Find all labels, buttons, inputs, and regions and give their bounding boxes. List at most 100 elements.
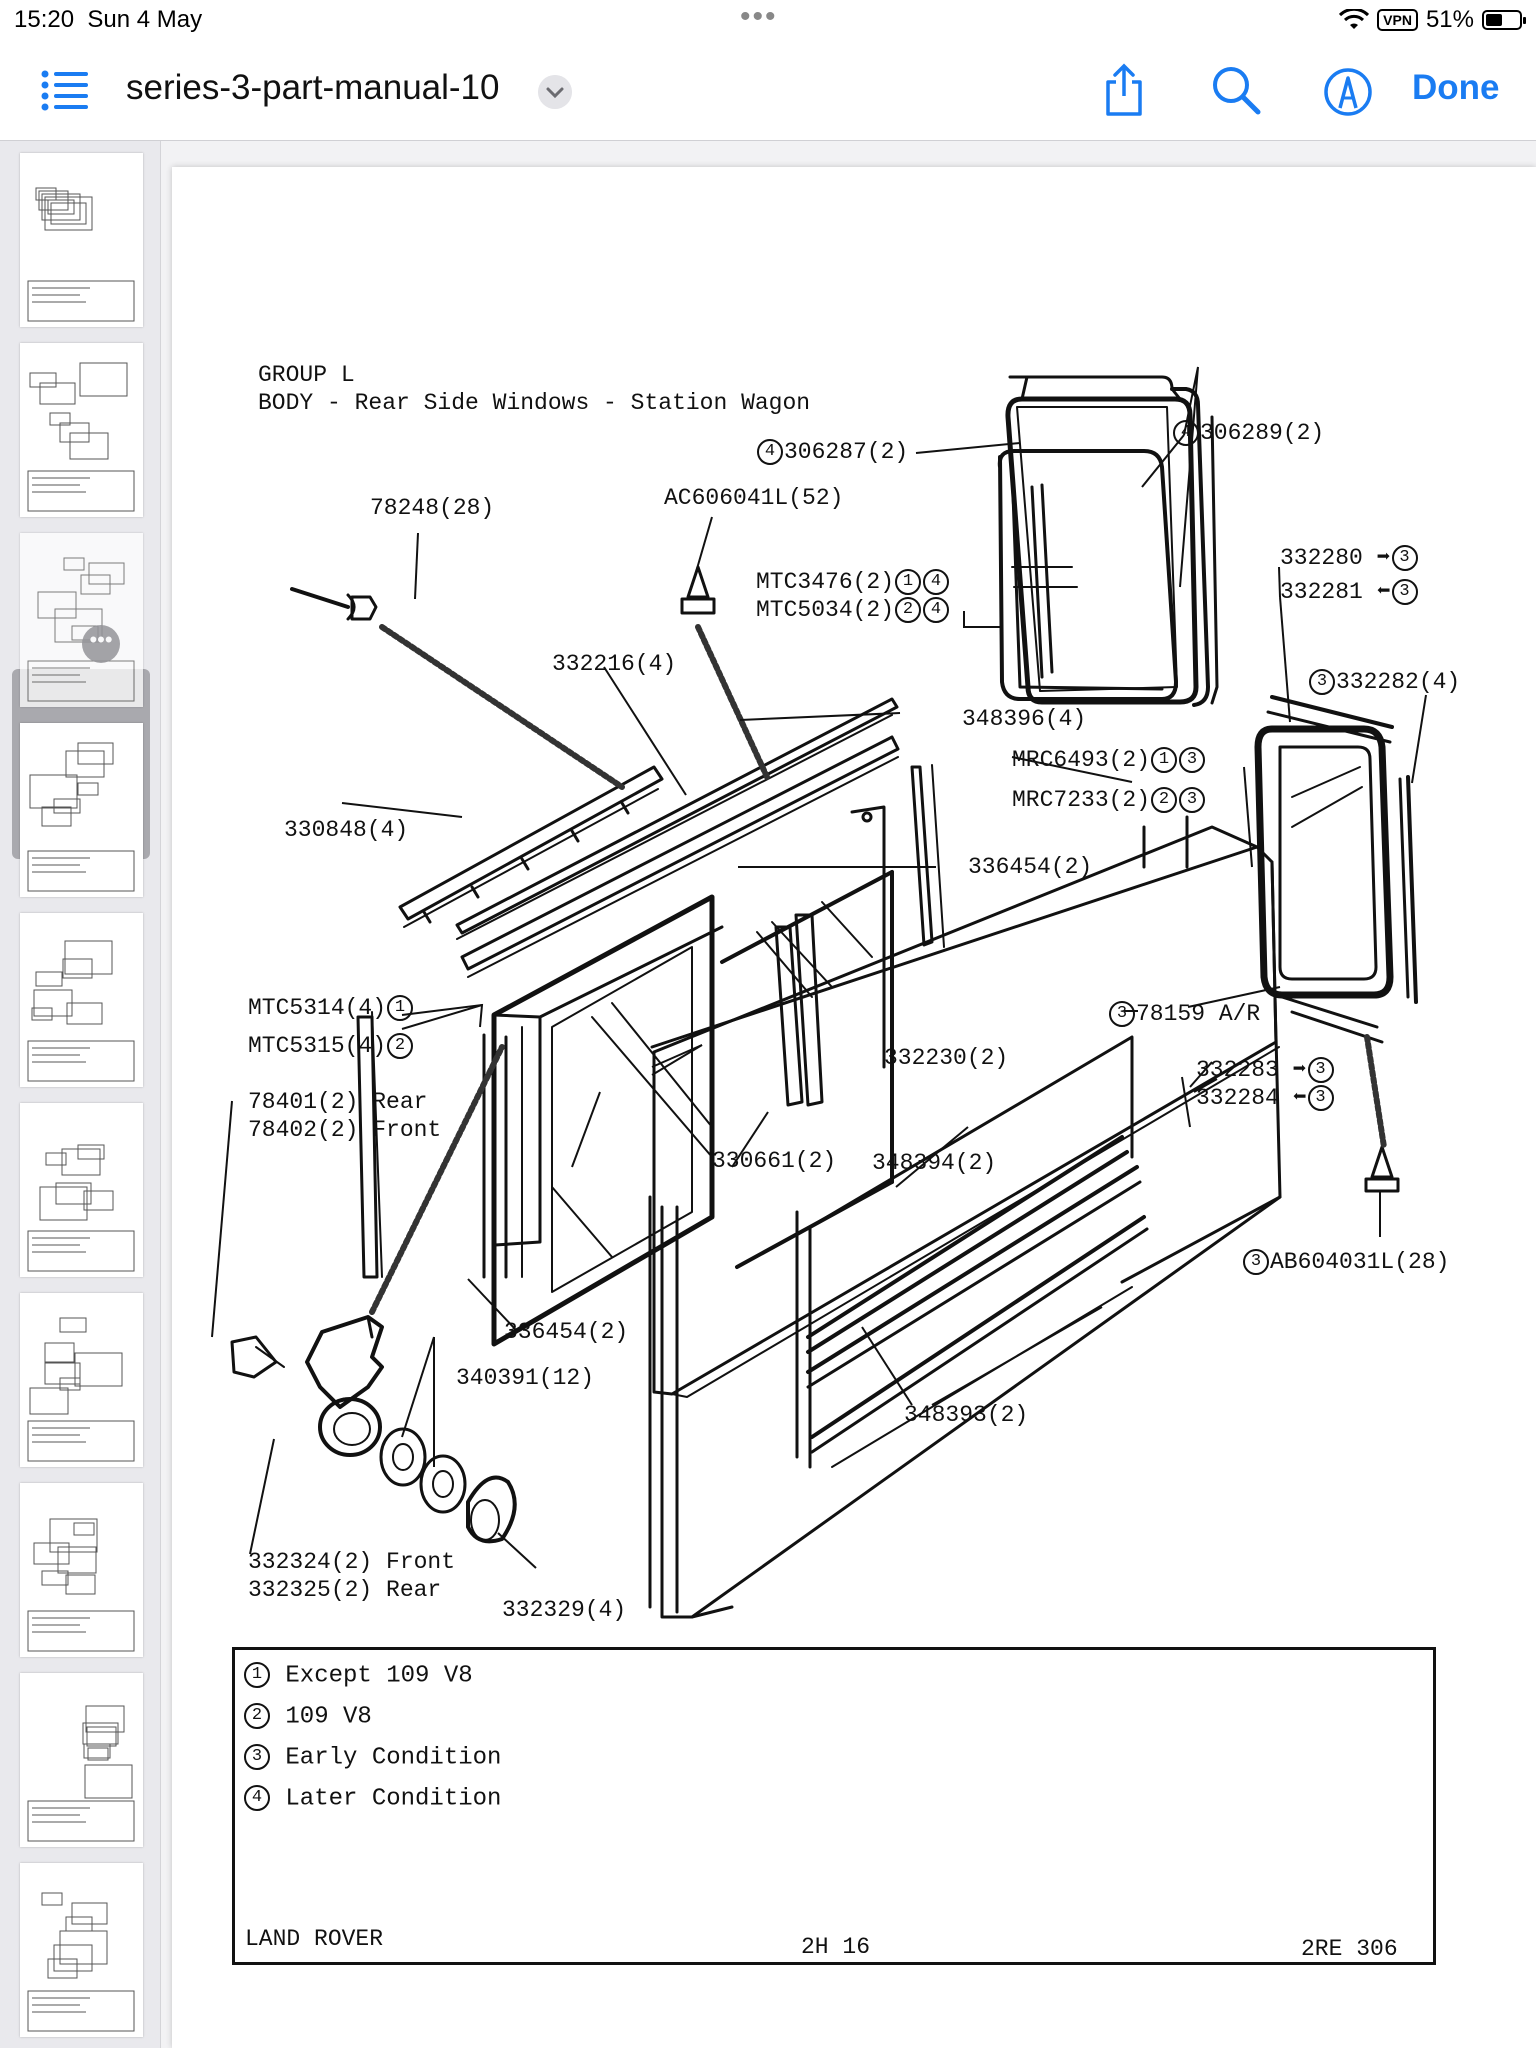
- share-icon[interactable]: [1096, 62, 1152, 118]
- legend-label: Early Condition: [285, 1744, 502, 1772]
- legend-label: 109 V8: [285, 1703, 372, 1731]
- page-thumbnail[interactable]: [20, 343, 143, 517]
- footer-center: 2H 16: [801, 1934, 871, 1960]
- markup-icon[interactable]: [1320, 62, 1376, 118]
- marker-2: 2: [1151, 787, 1178, 813]
- thumbnail-preview: [27, 940, 135, 1082]
- vertical-channels: [356, 764, 945, 1279]
- callout-text: MRC7233(2): [1012, 787, 1151, 814]
- marker-4: 4: [923, 569, 950, 595]
- marker-2: 2: [895, 597, 922, 623]
- multitasking-dots-icon[interactable]: •••: [740, 0, 778, 33]
- search-icon[interactable]: [1208, 62, 1264, 118]
- callout-text: 332280: [1280, 545, 1363, 572]
- legend-item: 2 109 V8: [243, 1703, 372, 1729]
- document-title[interactable]: series-3-part-manual-10: [126, 68, 500, 107]
- battery-percent: 51%: [1425, 6, 1474, 33]
- callout-332329: 332329(4): [502, 1597, 627, 1623]
- callout-340391: 340391(12): [456, 1365, 595, 1391]
- callout-348393: 348393(2): [904, 1402, 1029, 1428]
- callout-332284: 332284 ⬅3: [1196, 1085, 1335, 1111]
- callout-332324: 332324(2) Front: [248, 1549, 456, 1575]
- marker-4: 4: [923, 597, 950, 623]
- marker-3: 3: [1307, 1057, 1334, 1083]
- page-thumbnail[interactable]: [20, 1103, 143, 1277]
- group-label: GROUP L: [258, 362, 355, 388]
- catch-and-knob: [230, 1315, 517, 1544]
- thumbnail-preview: [27, 1518, 135, 1652]
- callout-MTC5315: MTC5315(4)2: [248, 1033, 414, 1059]
- callout-348396: 348396(4): [962, 706, 1087, 732]
- page-thumbnail[interactable]: [20, 913, 143, 1087]
- callout-AC606041L: AC606041L(52): [664, 485, 844, 511]
- body-panel-frame: [648, 815, 1282, 1619]
- callout-332280: 332280 ➡3: [1280, 545, 1419, 571]
- callout-text: 332283: [1196, 1057, 1279, 1084]
- document-page[interactable]: GROUP L BODY - Rear Side Windows - Stati…: [172, 167, 1536, 2048]
- callout-330661: 330661(2): [712, 1148, 837, 1174]
- page-heading: BODY - Rear Side Windows - Station Wagon: [258, 390, 811, 416]
- page-thumbnail[interactable]: [20, 1293, 143, 1467]
- marker-1: 1: [1151, 747, 1178, 773]
- callout-78248: 78248(28): [370, 495, 495, 521]
- leader-lines: [211, 366, 1427, 1569]
- marker-3: 3: [1179, 787, 1206, 813]
- page-thumbnail[interactable]: [20, 153, 143, 327]
- legend-item: 1 Except 109 V8: [243, 1662, 473, 1688]
- done-button[interactable]: Done: [1412, 68, 1500, 107]
- callout-text: MTC5034(2): [756, 597, 895, 624]
- thumbnail-preview: [27, 1705, 135, 1842]
- right-window-assembly: [1254, 695, 1418, 1044]
- marker-3: 3: [1391, 579, 1418, 605]
- marker-3: 3: [1109, 1001, 1135, 1027]
- legend-marker: 4: [244, 1785, 270, 1811]
- vpn-badge: VPN: [1377, 9, 1418, 31]
- marker-2: 2: [387, 1033, 414, 1059]
- footer-right: 2RE 306: [1301, 1936, 1398, 1962]
- marker-4: 4: [1173, 420, 1199, 446]
- toolbar: series-3-part-manual-10 Done: [0, 40, 1536, 141]
- glass-channels: [806, 1135, 1149, 1454]
- list-icon[interactable]: [40, 68, 90, 112]
- page-thumbnail[interactable]: [20, 1863, 143, 2037]
- thumbnail-preview: [27, 557, 135, 702]
- page-thumbnail[interactable]: [20, 1483, 143, 1657]
- callout-336454-lower: 336454(2): [504, 1319, 629, 1345]
- marker-4: 4: [757, 439, 783, 465]
- callout-text: MRC6493(2): [1012, 747, 1151, 774]
- legend-item: 3 Early Condition: [243, 1744, 501, 1770]
- callout-text: 332284: [1196, 1085, 1279, 1112]
- marker-1: 1: [895, 569, 922, 595]
- callout-text: 306289(2): [1200, 420, 1325, 447]
- thumbnail-preview: [27, 362, 135, 512]
- page-thumbnail[interactable]: [20, 723, 143, 897]
- marker-3: 3: [1309, 669, 1335, 695]
- status-time: 15:20 Sun 4 May: [14, 6, 202, 34]
- arrow-left-icon: ⬅: [1376, 579, 1391, 606]
- page-thumbnail-sidebar[interactable]: •••: [0, 141, 161, 2048]
- thumbnail-preview: [27, 187, 135, 322]
- chevron-down-icon[interactable]: [538, 75, 572, 109]
- callout-78402: 78402(2) Front: [248, 1117, 442, 1143]
- page-thumbnail[interactable]: [20, 1673, 143, 1847]
- sliding-glass-panels: [482, 805, 894, 1347]
- more-options-icon[interactable]: •••: [82, 625, 120, 663]
- arrow-left-icon: ⬅: [1292, 1085, 1307, 1112]
- callout-336454-upper: 336454(2): [968, 854, 1093, 880]
- thumbnail-preview: [27, 1144, 135, 1272]
- battery-fill: [1486, 14, 1502, 26]
- clock-date: Sun 4 May: [87, 6, 203, 33]
- callout-text: 332282(4): [1336, 669, 1461, 696]
- marker-3: 3: [1391, 545, 1418, 571]
- marker-3: 3: [1179, 747, 1206, 773]
- arrow-right-icon: ➡: [1376, 545, 1391, 572]
- arrow-right-icon: ➡: [1292, 1057, 1307, 1084]
- page-thumbnail[interactable]: •••: [20, 533, 143, 707]
- legend-marker: 1: [244, 1662, 270, 1688]
